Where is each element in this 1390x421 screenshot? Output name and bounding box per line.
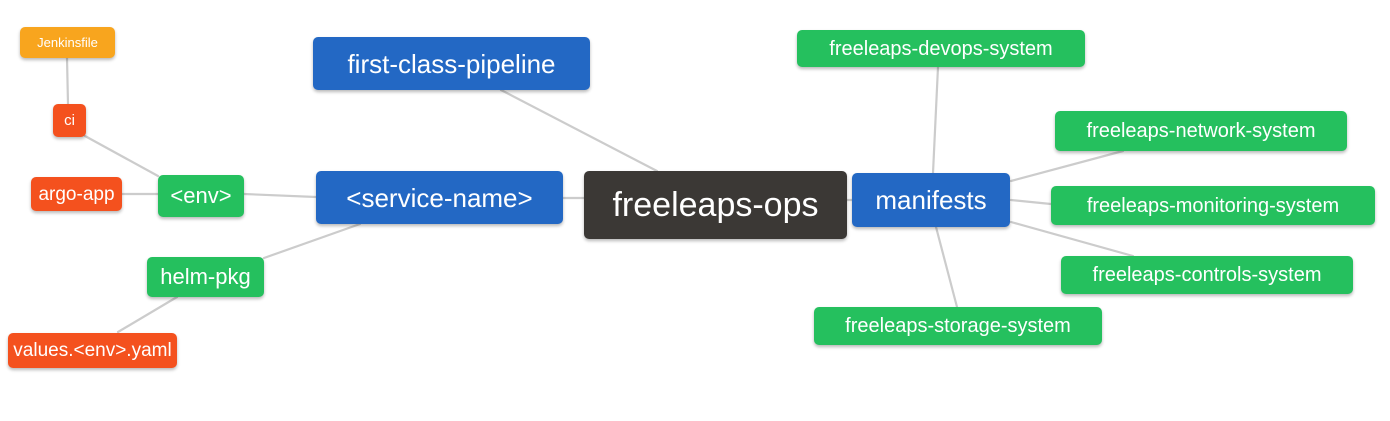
- node-network-system[interactable]: freeleaps-network-system: [1055, 111, 1347, 151]
- node-values-env-yaml[interactable]: values.<env>.yaml: [8, 333, 177, 368]
- edge-ci-env: [83, 134, 160, 178]
- node-devops-system[interactable]: freeleaps-devops-system: [797, 30, 1085, 67]
- edge-manifests-network: [1009, 149, 1125, 183]
- node-freeleaps-ops[interactable]: freeleaps-ops: [584, 171, 847, 239]
- node-service-name[interactable]: <service-name>: [316, 171, 563, 224]
- node-storage-system[interactable]: freeleaps-storage-system: [814, 307, 1102, 345]
- edge-jenkinsfile-ci: [65, 56, 70, 106]
- node-jenkinsfile[interactable]: Jenkinsfile: [20, 27, 115, 58]
- node-controls-system[interactable]: freeleaps-controls-system: [1061, 256, 1353, 294]
- node-ci[interactable]: ci: [53, 104, 86, 137]
- edge-manifests-monitoring: [1009, 198, 1053, 206]
- edge-values-helm-pkg: [116, 295, 179, 334]
- node-env[interactable]: <env>: [158, 175, 244, 217]
- edge-manifests-storage: [934, 225, 959, 309]
- edge-manifests-controls: [1009, 220, 1135, 258]
- edge-env-service-name: [242, 192, 318, 199]
- node-helm-pkg[interactable]: helm-pkg: [147, 257, 264, 297]
- edge-manifests-devops: [931, 65, 940, 175]
- node-monitoring-system[interactable]: freeleaps-monitoring-system: [1051, 186, 1375, 225]
- node-manifests[interactable]: manifests: [852, 173, 1010, 227]
- edge-pipeline-freeleaps-ops: [499, 88, 659, 173]
- node-first-class-pipeline[interactable]: first-class-pipeline: [313, 37, 590, 90]
- edge-helm-pkg-service-name: [262, 222, 362, 260]
- node-argo-app[interactable]: argo-app: [31, 177, 122, 211]
